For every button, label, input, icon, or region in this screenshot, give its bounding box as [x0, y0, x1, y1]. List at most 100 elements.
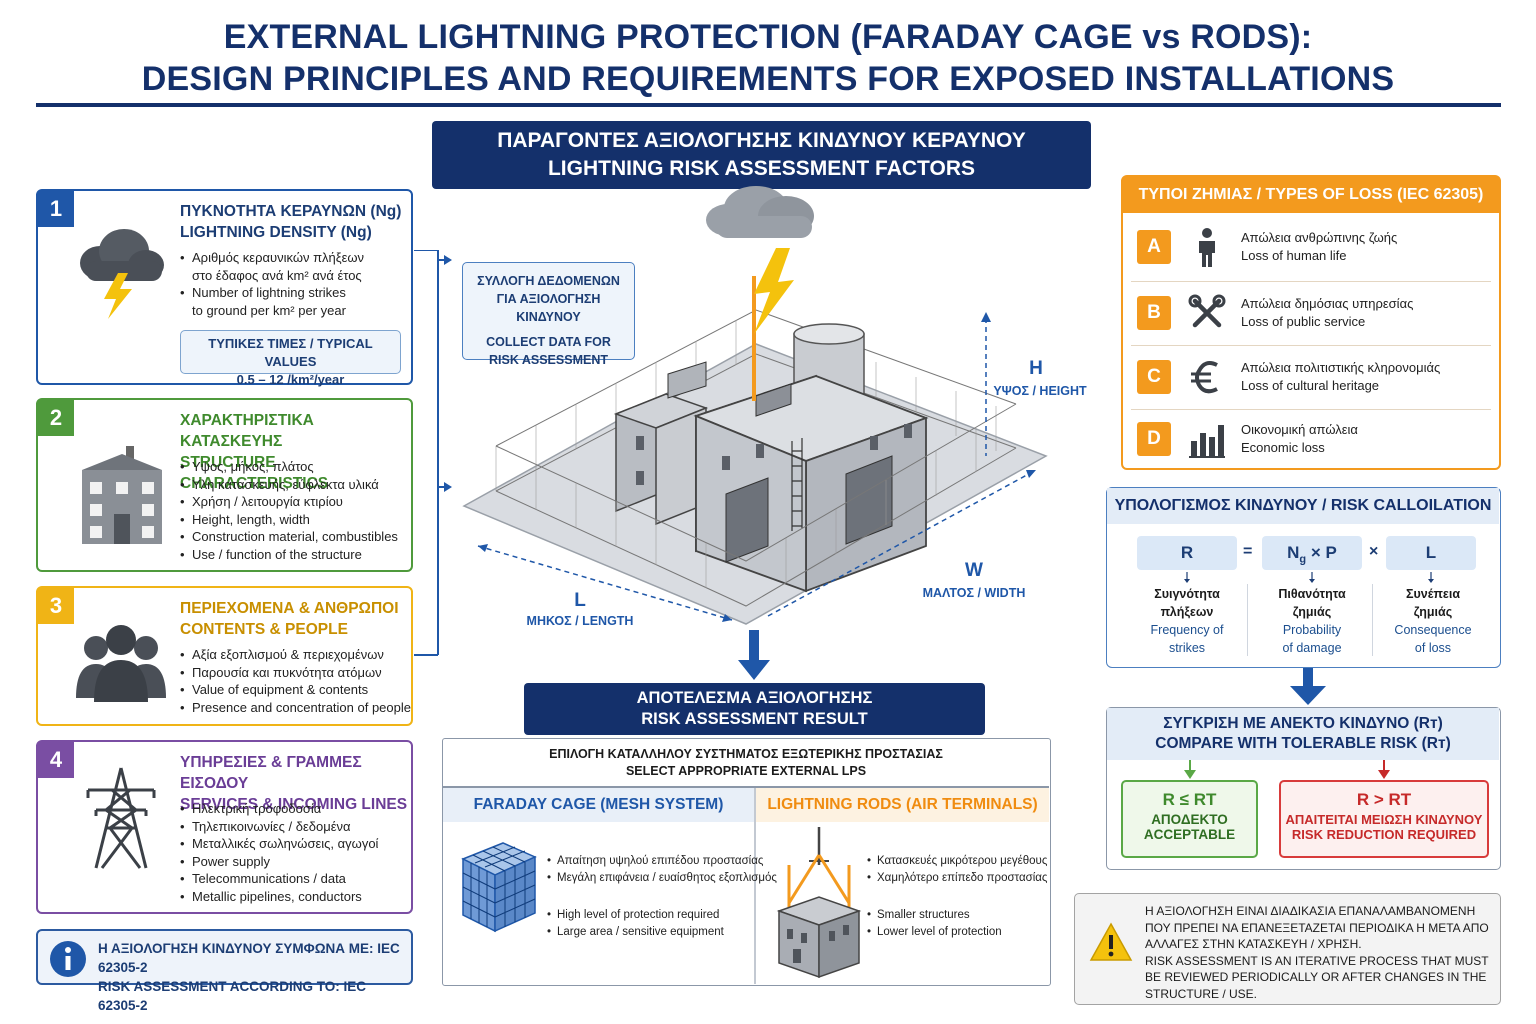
- factor-number-badge: 4: [38, 742, 74, 778]
- factor-card-structure: 2 ΧΑΡΑΚΤΗΡΙΣΤΙΚΑ ΚΑΤΑΣΚΕΥΗΣ STRUCTURE CH…: [36, 398, 413, 572]
- compare-header: ΣΥΓΚΡΙΣΗ ΜΕ ΑΝΕΚΤΟ ΚΙΝΔΥΝΟ (Rт) COMPARE …: [1107, 708, 1499, 760]
- factor-title-greek: ΠΥΚΝΟΤΗΤΑ ΚΕΡΑΥΝΩΝ (Ng): [180, 203, 402, 220]
- calc-p-english-2: of damage: [1282, 641, 1342, 655]
- loss-greek: Απώλεια δημόσιας υπηρεσίας: [1241, 296, 1414, 311]
- lps-selection-panel: ΕΠΙΛΟΓΗ ΚΑΤΑΛΛΗΛΟΥ ΣΥΣΤΗΜΑΤΟΣ ΕΞΩΤΕΡΙΚΗΣ…: [442, 738, 1051, 986]
- note-line: STRUCTURE / USE.: [1145, 986, 1258, 1001]
- calc-p-greek-2: ζημιάς: [1292, 605, 1332, 619]
- reduction-formula: R > RT: [1356, 790, 1412, 809]
- rods-items-greek: Κατασκευές μικρότερου μεγέθους Χαμηλότερ…: [867, 853, 1047, 887]
- factor-card-contents-people: 3 ΠΕΡΙΕΧΟΜΕΝΑ & ΑΝΘΡΩΠΟΙ CONTENTS & PEOP…: [36, 586, 413, 726]
- reduction-greek: ΑΠΑΙΤΕΙΤΑΙ ΜΕΙΩΣΗ ΚΙΝΔΥΝΟΥ: [1285, 812, 1483, 827]
- collect-greek-2: ΓΙΑ ΑΞΙΟΛΟΓΗΣΗ ΚΙΝΔΥΝΟΥ: [496, 292, 601, 324]
- risk-factors-header: ΠΑΡΑΓΟΝΤΕΣ ΑΞΙΟΛΟΓΗΣΗΣ ΚΙΝΔΥΝΟΥ ΚΕΡΑΥΝΟΥ…: [432, 121, 1091, 189]
- info-icon: [50, 941, 86, 977]
- factor-connector-arrows: [414, 250, 452, 656]
- loss-letter-badge: B: [1137, 296, 1171, 330]
- formula-ng-p: Ng × P: [1262, 536, 1362, 570]
- title-line-1: EXTERNAL LIGHTNING PROTECTION (FARADAY C…: [223, 18, 1313, 56]
- loss-greek: Απώλεια πολιτιστικής κληρονομιάς: [1241, 360, 1441, 375]
- calc-r-greek-2: πλήξεων: [1160, 605, 1214, 619]
- compare-greek: ΣΥΓΚΡΙΣΗ ΜΕ ΑΝΕΚΤΟ ΚΙΝΔΥΝΟ (Rт): [1163, 715, 1443, 732]
- formula-n-sub: g: [1299, 553, 1307, 566]
- risk-result-header: ΑΠΟΤΕΛΕΣΜΑ ΑΞΙΟΛΟΓΗΣΗΣ RISK ASSESSMENT R…: [524, 683, 985, 735]
- compare-tolerable-risk-panel: ΣΥΓΚΡΙΣΗ ΜΕ ΑΝΕΚΤΟ ΚΙΝΔΥΝΟ (Rт) COMPARE …: [1106, 707, 1501, 870]
- formula-equals: =: [1243, 543, 1253, 560]
- industrial-building-illustration: [462, 186, 1048, 625]
- factor-number-badge: 1: [38, 191, 74, 227]
- list-item: Value of equipment & contents: [180, 681, 411, 699]
- frequency-of-strikes: Συιγνότητα πλήξεων Frequency of strikes: [1127, 585, 1247, 657]
- calc-l-greek-2: ζημιάς: [1413, 605, 1453, 619]
- list-item: High level of protection required: [547, 907, 724, 924]
- divider: [1131, 409, 1491, 410]
- loss-row: C Απώλεια πολιτιστικής κληρονομιάς Loss …: [1123, 345, 1499, 408]
- factor-items: Υψος, μήκος, πλάτος Υλη κατασκευής, εύφλ…: [180, 458, 398, 564]
- list-item: Χαμηλότερο επίπεδο προστασίας: [867, 870, 1047, 887]
- list-item: Ηλεκτρική τροφοδοσία: [180, 800, 378, 818]
- loss-english: Loss of public service: [1241, 314, 1366, 329]
- compare-arrows: [1184, 760, 1390, 779]
- list-item: Απαίτηση υψηλού επιπέδου προστασίας: [547, 853, 777, 870]
- factor-card-lightning-density: 1 ΠΥΚΝΟΤΗΤΑ ΚΕΡΑΥΝΩΝ (Ng) LIGHTNING DENS…: [36, 189, 413, 387]
- collect-data-box: ΣΥΛΛΟΓΗ ΔΕΔΟΜΕΝΩΝ ΓΙΑ ΑΞΙΟΛΟΓΗΣΗ ΚΙΝΔΥΝΟ…: [462, 262, 635, 367]
- list-item: Υψος, μήκος, πλάτος: [180, 458, 398, 476]
- types-of-loss-panel: ΤΥΠΟΙ ΖΗΜΙΑΣ / TYPES OF LOSS (IEC 62305)…: [1121, 175, 1501, 470]
- list-item: Presence and concentration of people: [180, 699, 411, 717]
- iec-note-text: Η ΑΞΙΟΛΟΓΗΣΗ ΚΙΝΔΥΝΟΥ ΣΥΜΦΩΝΑ ΜΕ: IEC 62…: [98, 939, 411, 1015]
- compare-english: COMPARE WITH TOLERABLE RISK (Rт): [1155, 735, 1451, 752]
- calc-r-english-2: strikes: [1168, 641, 1206, 655]
- person-icon: [1199, 228, 1215, 267]
- factor-title-greek: ΧΑΡΑΚΤΗΡΙΣΤΙΚΑ ΚΑΤΑΣΚΕΥΗΣ: [180, 412, 314, 450]
- list-item: Τηλεπικοινωνίες / δεδομένα: [180, 818, 378, 836]
- loss-english: Loss of human life: [1241, 248, 1347, 263]
- list-item: Υλη κατασκευής, εύφλεκτα υλικά: [180, 476, 398, 494]
- list-item: Height, length, width: [180, 511, 398, 529]
- iterative-process-note: Η ΑΞΙΟΛΟΓΗΣΗ ΕΙΝΑΙ ΔΙΑΔΙΚΑΣΙΑ ΕΠΑΝΑΛΑΜΒΑ…: [1074, 893, 1501, 1005]
- tools-icon: [1188, 294, 1226, 328]
- risk-result-english: RISK ASSESSMENT RESULT: [641, 710, 868, 728]
- list-item: Construction material, combustibles: [180, 528, 398, 546]
- loss-text: Απώλεια ανθρώπινης ζωής Loss of human li…: [1241, 229, 1397, 265]
- calc-l-english-2: of loss: [1414, 641, 1452, 655]
- loss-letter-badge: D: [1137, 422, 1171, 456]
- lightning-rods-title: LIGHTNING RODS (AIR TERMINALS): [756, 788, 1049, 822]
- risk-factors-header-greek: ΠΑΡΑΓΟΝΤΕΣ ΑΞΙΟΛΟΓΗΣΗΣ ΚΙΝΔΥΝΟΥ ΚΕΡΑΥΝΟΥ: [497, 129, 1026, 152]
- divider: [1131, 281, 1491, 282]
- typical-values-box: ΤΥΠΙΚΕΣ ΤΙΜΕΣ / TYPICAL VALUES 0.5 – 12 …: [180, 330, 401, 387]
- down-arrow-icon: [738, 630, 770, 680]
- list-item: Large area / sensitive equipment: [547, 924, 724, 941]
- formula-arrows: [1184, 572, 1434, 583]
- down-arrow-icon: [1290, 668, 1326, 705]
- factor-number-badge: 3: [38, 588, 74, 624]
- list-item: Μεταλλικές σωληνώσεις, αγωγοί: [180, 835, 378, 853]
- note-text: Η ΑΞΙΟΛΟΓΗΣΗ ΕΙΝΑΙ ΔΙΑΔΙΚΑΣΙΑ ΕΠΑΝΑΛΑΜΒΑ…: [1145, 903, 1489, 1002]
- typical-values-value: 0.5 – 12 /km²/year: [236, 372, 345, 387]
- acceptable-formula: R ≤ RT: [1162, 790, 1217, 809]
- faraday-items-greek: Απαίτηση υψηλού επιπέδου προστασίας Μεγά…: [547, 853, 777, 887]
- factor-title: ΠΕΡΙΕΧΟΜΕΝΑ & ΑΝΘΡΩΠΟΙ CONTENTS & PEOPLE: [180, 598, 399, 640]
- page-title: EXTERNAL LIGHTNING PROTECTION (FARADAY C…: [0, 16, 1536, 100]
- divider: [1247, 584, 1248, 656]
- height-label: ΥΨΟΣ / HEIGHT: [993, 384, 1087, 398]
- list-item: Telecommunications / data: [180, 870, 378, 888]
- faraday-cage-icon: [461, 842, 537, 933]
- list-item: Power supply: [180, 853, 378, 871]
- factor-number-badge: 2: [38, 400, 74, 436]
- consequence-of-loss: Συνέπεια ζημιάς Consequence of loss: [1375, 585, 1491, 657]
- list-item: Use / function of the structure: [180, 546, 398, 564]
- list-item: Μεγάλη επιφάνεια / ευαίσθητος εξοπλισμός: [547, 870, 777, 887]
- loss-english: Economic loss: [1241, 440, 1325, 455]
- formula-l: L: [1386, 536, 1476, 570]
- list-item: Smaller structures: [867, 907, 1002, 924]
- calc-r-english-1: Frequency of: [1150, 623, 1224, 637]
- loss-text: Απώλεια δημόσιας υπηρεσίας Loss of publi…: [1241, 295, 1413, 331]
- calc-p-english-1: Probability: [1282, 623, 1342, 637]
- acceptable-english: ACCEPTABLE: [1143, 827, 1236, 842]
- list-item: Lower level of protection: [867, 924, 1002, 941]
- types-of-loss-header: ΤΥΠΟΙ ΖΗΜΙΑΣ / TYPES OF LOSS (IEC 62305): [1123, 177, 1499, 213]
- loss-text: Απώλεια πολιτιστικής κληρονομιάς Loss of…: [1241, 359, 1440, 395]
- width-letter: W: [965, 560, 983, 581]
